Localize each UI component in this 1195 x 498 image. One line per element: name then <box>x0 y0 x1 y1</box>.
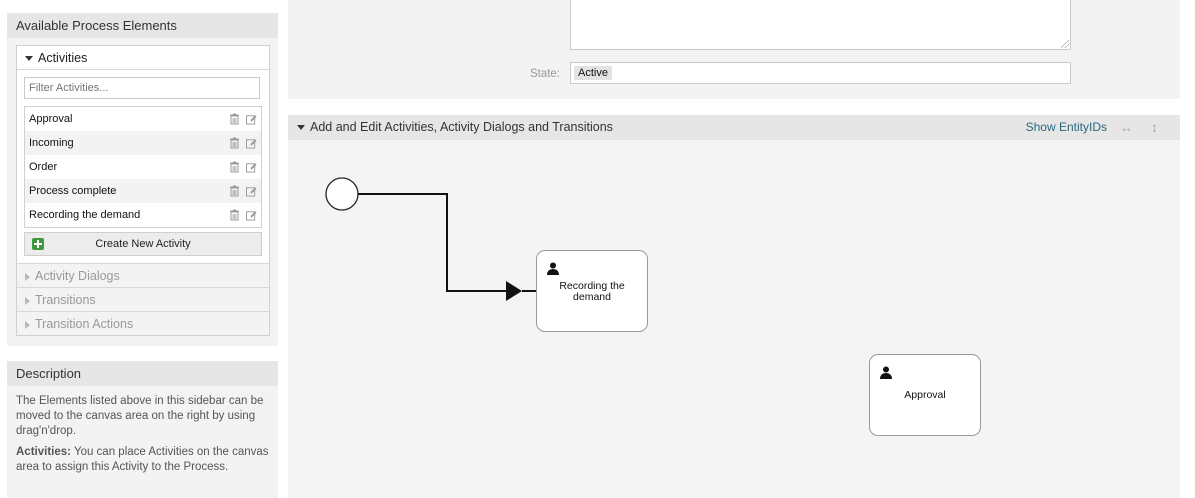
activities-explanation: You can place Activities on the canvas a… <box>16 446 269 473</box>
edit-icon[interactable] <box>246 161 257 173</box>
filter-activities-input[interactable] <box>24 77 260 99</box>
list-item[interactable]: Order <box>25 155 261 179</box>
trash-icon[interactable] <box>229 185 240 197</box>
description-panel: Description The Elements listed above in… <box>7 361 278 498</box>
show-entity-ids-link[interactable]: Show EntityIDs <box>1025 120 1107 134</box>
description-body: The Elements listed above in this sideba… <box>7 386 278 489</box>
trash-icon[interactable] <box>229 113 240 125</box>
caret-right-icon <box>25 320 30 329</box>
activity-label: Order <box>29 161 58 173</box>
caret-down-icon <box>297 125 305 131</box>
activity-node-label: Recording the demand <box>559 280 625 303</box>
activity-node-approval[interactable]: Approval <box>869 354 981 436</box>
list-item[interactable]: Approval <box>25 107 261 131</box>
accordion-transitions[interactable]: Transitions <box>17 287 269 311</box>
description-paragraph: The Elements listed above in this sideba… <box>16 395 264 437</box>
edit-icon[interactable] <box>246 185 257 197</box>
caret-down-icon <box>25 56 33 62</box>
activity-node-label: Approval <box>904 389 946 401</box>
canvas-header[interactable]: Add and Edit Activities, Activity Dialog… <box>288 115 1180 140</box>
caret-right-icon <box>25 296 30 305</box>
list-item[interactable]: Incoming <box>25 131 261 155</box>
edit-icon[interactable] <box>246 209 257 221</box>
accordion-activities-label: Activities <box>38 51 88 65</box>
start-event-node[interactable] <box>325 177 359 211</box>
user-icon <box>547 262 559 275</box>
list-item[interactable]: Process complete <box>25 179 261 203</box>
user-icon <box>880 366 892 379</box>
accordion-label: Transitions <box>35 293 96 307</box>
activity-label: Approval <box>29 113 73 125</box>
arrow-head-icon <box>506 281 522 301</box>
description-textarea[interactable] <box>570 0 1071 50</box>
activity-label: Incoming <box>29 137 74 149</box>
activity-label: Recording the demand <box>29 209 141 221</box>
accordion-label: Activity Dialogs <box>35 269 120 283</box>
accordion-activities[interactable]: Activities <box>17 46 269 70</box>
trash-icon[interactable] <box>229 209 240 221</box>
description-paragraph-activities: Activities: You can place Activities on … <box>16 445 269 475</box>
expand-vertical-icon[interactable]: ↕ <box>1151 119 1158 135</box>
expand-horizontal-icon[interactable]: ↔ <box>1120 120 1133 135</box>
create-new-activity-button[interactable]: Create New Activity <box>24 232 262 256</box>
process-canvas[interactable]: Recording the demand Approval <box>288 140 1180 498</box>
edit-icon[interactable] <box>246 137 257 149</box>
edit-icon[interactable] <box>246 113 257 125</box>
list-item[interactable]: Recording the demand <box>25 203 261 227</box>
process-form-panel: State: Active <box>288 0 1180 99</box>
panel-title: Available Process Elements <box>7 13 278 38</box>
transition-connector <box>325 177 536 301</box>
canvas-title: Add and Edit Activities, Activity Dialog… <box>310 120 613 134</box>
state-select[interactable]: Active <box>570 62 1071 84</box>
activities-term: Activities: <box>16 446 71 458</box>
trash-icon[interactable] <box>229 137 240 149</box>
activity-label: Process complete <box>29 185 117 197</box>
plus-icon <box>32 238 44 250</box>
state-label: State: <box>529 68 560 80</box>
state-value: Active <box>574 66 612 80</box>
accordion-label: Transition Actions <box>35 317 134 331</box>
elements-accordion: Activities Approval Incoming <box>16 45 270 336</box>
available-process-elements-panel: Available Process Elements Activities Ap… <box>7 13 278 346</box>
accordion-transition-actions[interactable]: Transition Actions <box>17 311 269 335</box>
activity-node-recording-the-demand[interactable]: Recording the demand <box>536 250 648 332</box>
trash-icon[interactable] <box>229 161 240 173</box>
accordion-activity-dialogs[interactable]: Activity Dialogs <box>17 263 269 287</box>
caret-right-icon <box>25 272 30 281</box>
description-title: Description <box>7 361 278 386</box>
activities-list: Approval Incoming Order <box>24 106 262 228</box>
resize-grip-icon[interactable] <box>1061 40 1069 48</box>
activities-body: Approval Incoming Order <box>17 70 269 263</box>
create-new-activity-label: Create New Activity <box>95 238 191 250</box>
transition-line[interactable] <box>358 193 520 292</box>
